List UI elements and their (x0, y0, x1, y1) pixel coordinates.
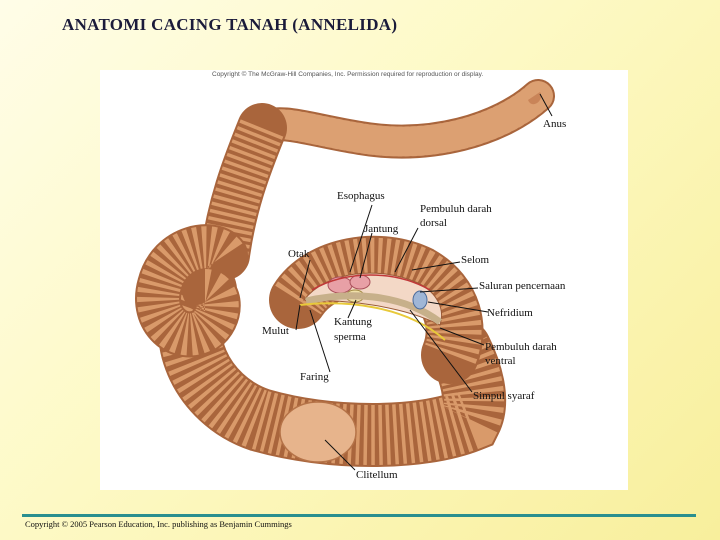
leader-mulut (295, 304, 301, 331)
leader-jantung (359, 232, 373, 279)
leader-kantung (347, 299, 357, 319)
label-pembuluh-dorsal-1: Pembuluh darah (420, 203, 492, 215)
label-saluran: Saluran pencernaan (479, 280, 566, 292)
worm-anterior (275, 237, 482, 366)
digestive-tract (305, 292, 443, 325)
label-pembuluh-ventral-2: ventral (485, 355, 516, 367)
worm-tail (247, 81, 553, 157)
leader-pembuluh-ventral (439, 327, 485, 346)
worm-coil-outline (135, 224, 248, 358)
ventral-nerve-cord (299, 302, 446, 341)
label-anus: Anus (543, 118, 567, 130)
nephridium-organ (412, 290, 428, 310)
leader-saluran (419, 287, 479, 293)
leader-lines (295, 93, 553, 471)
leader-esophagus (349, 204, 373, 273)
worm-upper-body (202, 119, 284, 259)
label-mulut: Mulut (262, 325, 289, 337)
leader-otak (299, 259, 311, 299)
label-jantung: Jantung (364, 223, 399, 235)
label-clitellum: Clitellum (356, 469, 398, 481)
label-kantung-2: sperma (334, 331, 366, 343)
label-kantung-1: Kantung (334, 316, 372, 328)
worm-anus-tip (528, 92, 542, 105)
label-selom: Selom (461, 254, 490, 266)
slide-title: ANATOMI CACING TANAH (ANNELIDA) (62, 15, 398, 34)
footer-copyright: Copyright © 2005 Pearson Education, Inc.… (25, 519, 292, 529)
leader-faring (309, 309, 331, 373)
leader-nefridium (427, 301, 489, 313)
label-pembuluh-dorsal-2: dorsal (420, 217, 447, 229)
dorsal-blood-vessel (311, 274, 431, 291)
leader-simpul (409, 309, 473, 393)
label-nefridium: Nefridium (487, 307, 533, 319)
leader-pembuluh-dorsal (394, 227, 419, 273)
label-faring: Faring (300, 371, 329, 383)
label-esophagus: Esophagus (337, 190, 385, 202)
label-simpul: Simpul syaraf (473, 390, 535, 402)
leader-anus (539, 93, 553, 117)
leader-clitellum (324, 439, 356, 471)
panel-copyright: Copyright © The McGraw-Hill Companies, I… (212, 71, 484, 78)
heart-organ (327, 276, 353, 294)
leader-selom (411, 261, 461, 271)
label-otak: Otak (288, 248, 310, 260)
clitellum-band (279, 401, 357, 463)
footer-divider (22, 514, 696, 517)
label-pembuluh-ventral-1: Pembuluh darah (485, 341, 557, 353)
